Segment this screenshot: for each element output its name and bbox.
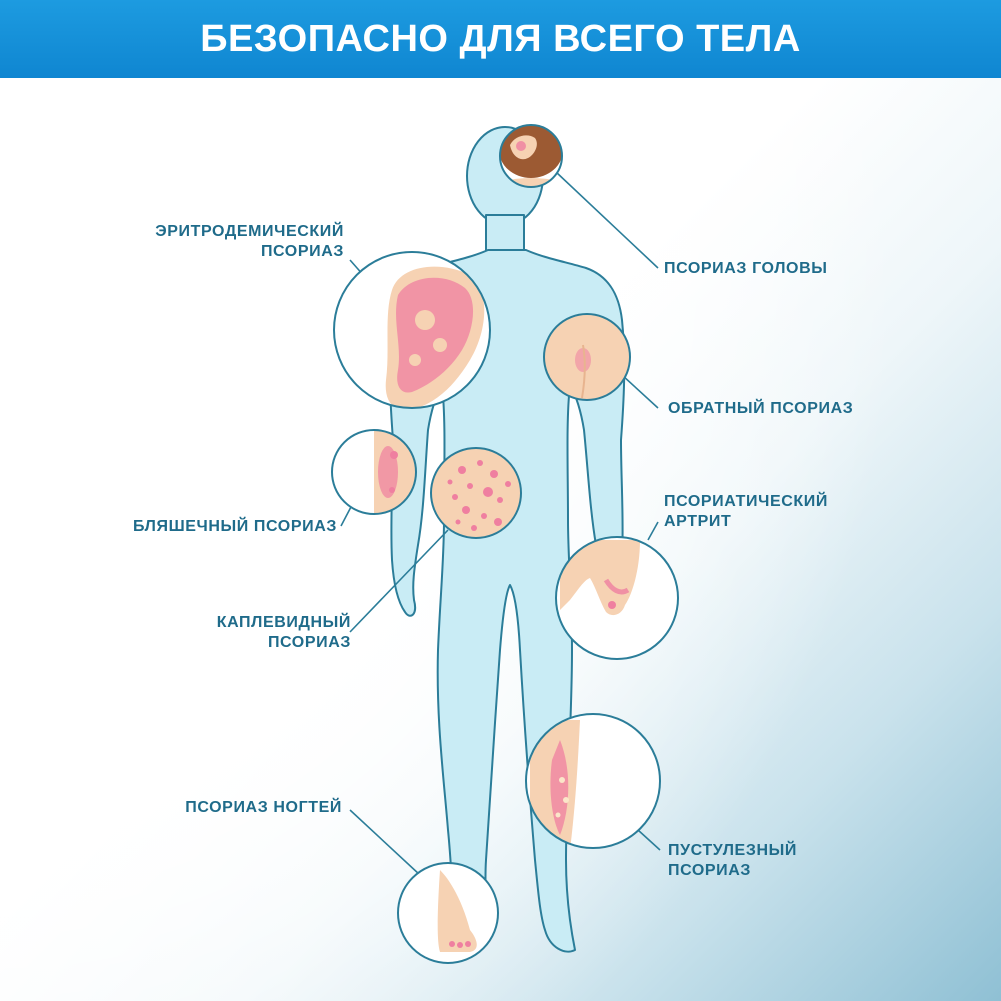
label-erythrodermic-line2: ПСОРИАЗ — [260, 243, 344, 260]
page-title: БЕЗОПАСНО ДЛЯ ВСЕГО ТЕЛА — [200, 17, 801, 60]
connector-pustular — [637, 829, 661, 851]
label-inverse-line1: ОБРАТНЫЙ ПСОРИАЗ — [668, 400, 854, 417]
zoom-nail — [397, 862, 499, 964]
label-scalp-line1: ПСОРИАЗ ГОЛОВЫ — [664, 260, 828, 277]
label-scalp: ПСОРИАЗ ГОЛОВЫ — [664, 259, 828, 279]
zoom-pustular — [525, 713, 661, 849]
connector-nail — [349, 809, 421, 876]
label-pustular: ПУСТУЛЕЗНЫЙ ПСОРИАЗ — [668, 841, 797, 881]
label-arthritic-line1: ПСОРИАТИЧЕСКИЙ — [664, 493, 828, 510]
connector-arth — [647, 521, 659, 541]
label-nail-line1: ПСОРИАЗ НОГТЕЙ — [185, 799, 342, 816]
title-banner: БЕЗОПАСНО ДЛЯ ВСЕГО ТЕЛА — [0, 0, 1001, 78]
label-erythrodermic: ЭРИТРОДЕМИЧЕСКИЙ ПСОРИАЗ — [155, 222, 344, 262]
connector-scalp — [555, 171, 659, 269]
label-plaque-line1: БЛЯШЕЧНЫЙ ПСОРИАЗ — [132, 518, 337, 535]
zoom-inverse — [543, 313, 631, 401]
label-plaque: БЛЯШЕЧНЫЙ ПСОРИАЗ — [133, 517, 337, 537]
label-nail: ПСОРИАЗ НОГТЕЙ — [185, 798, 342, 818]
connector-inverse — [621, 374, 659, 409]
zoom-erythrodermic — [333, 251, 491, 409]
connector-plaque — [340, 504, 353, 527]
label-arthritic: ПСОРИАТИЧЕСКИЙ АРТРИТ — [664, 492, 828, 532]
label-guttate: КАПЛЕВИДНЫЙ ПСОРИАЗ — [217, 613, 351, 653]
label-arthritic-line2: АРТРИТ — [664, 513, 732, 530]
label-pustular-line1: ПУСТУЛЕЗНЫЙ — [668, 842, 797, 859]
label-erythrodermic-line1: ЭРИТРОДЕМИЧЕСКИЙ — [155, 223, 344, 240]
neck — [485, 214, 525, 256]
label-pustular-line2: ПСОРИАЗ — [668, 862, 752, 879]
label-guttate-line1: КАПЛЕВИДНЫЙ — [216, 614, 351, 631]
zoom-guttate — [430, 447, 522, 539]
label-inverse: ОБРАТНЫЙ ПСОРИАЗ — [668, 399, 853, 419]
zoom-arthritic — [555, 536, 679, 660]
connector-guttate — [349, 529, 449, 633]
zoom-plaque — [331, 429, 417, 515]
label-guttate-line2: ПСОРИАЗ — [267, 634, 351, 651]
